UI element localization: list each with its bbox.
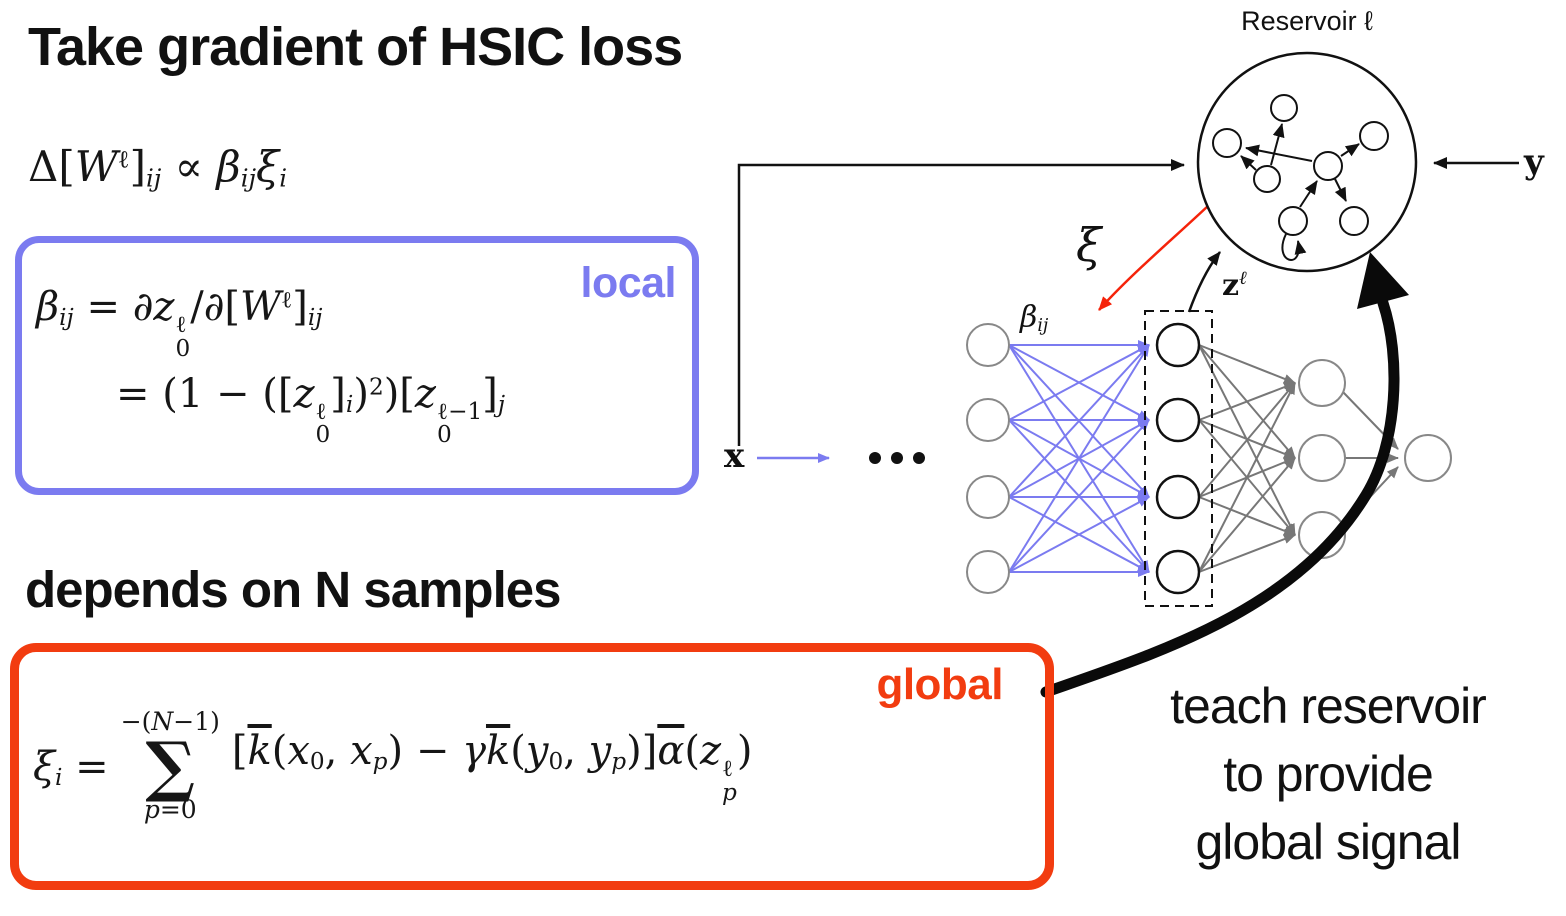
reservoir-node xyxy=(1339,206,1369,236)
reservoir-circle xyxy=(1196,51,1418,273)
reservoir-node xyxy=(1313,151,1343,181)
ellipsis-dots xyxy=(869,452,925,464)
z-layer-label: zℓ xyxy=(1222,268,1247,304)
xi-feedback-arrow xyxy=(1098,204,1210,311)
hidden-node xyxy=(1298,359,1346,407)
teach-note-line: teach reservoir xyxy=(1170,678,1487,734)
gray-edges-l2-l3 xyxy=(1198,344,1296,573)
sum-lower-limit: p=0 xyxy=(143,795,197,825)
reservoir-internal-arrows xyxy=(1240,123,1360,261)
z-node xyxy=(1155,397,1201,443)
input-node xyxy=(966,323,1010,367)
xi-label: ξ xyxy=(1076,218,1102,272)
hidden-node xyxy=(1298,434,1346,482)
output-node xyxy=(1404,434,1452,482)
global-badge: global xyxy=(876,660,1003,709)
input-node xyxy=(966,550,1010,594)
teach-note-line: global signal xyxy=(1195,814,1462,870)
x-input-label: x xyxy=(724,436,745,476)
reservoir-label: Reservoir ℓ xyxy=(1241,6,1373,36)
input-node xyxy=(966,398,1010,442)
reservoir-node xyxy=(1212,128,1242,158)
teach-note-line: to provide xyxy=(1223,746,1434,802)
global-to-reservoir-arrow xyxy=(1040,252,1409,698)
xi-lhs: ξi = xyxy=(33,743,109,791)
z-node xyxy=(1155,474,1201,520)
local-badge: local xyxy=(580,259,677,307)
input-layer-nodes xyxy=(966,323,1010,594)
z-node xyxy=(1155,549,1201,595)
big-arrowhead xyxy=(1357,252,1409,309)
z-layer-dashed-box xyxy=(1144,310,1213,607)
depends-on-samples-text: depends on N samples xyxy=(25,561,561,618)
sigma-symbol: ∑ xyxy=(145,726,196,805)
teach-reservoir-note: teach reservoir to provide global signal xyxy=(1104,672,1552,876)
summation: −(N−1) ∑ p=0 xyxy=(120,707,220,825)
reservoir-node xyxy=(1359,121,1389,151)
y-input-label: y xyxy=(1524,142,1544,182)
z-to-reservoir-arrow xyxy=(1187,251,1221,313)
reservoir-node xyxy=(1278,206,1308,236)
beta-edge-label: βij xyxy=(1020,300,1049,336)
x-to-reservoir-path xyxy=(737,159,1185,446)
reservoir-node xyxy=(1270,94,1298,122)
blue-weight-edges xyxy=(1008,340,1150,577)
self-loop xyxy=(1281,233,1307,261)
reservoir-node xyxy=(1253,165,1281,193)
delta-update-formula: Δ[Wℓ]ij ∝ βijξi xyxy=(28,142,287,193)
z-node xyxy=(1155,322,1201,368)
input-node xyxy=(966,475,1010,519)
sum-upper-limit: −(N−1) xyxy=(120,707,220,737)
global-term-box: ξi = −(N−1) ∑ p=0 [k(x0, xp) − γk(y0, yp… xyxy=(10,643,1054,890)
reservoir xyxy=(1196,51,1418,273)
reservoir-nodes xyxy=(1212,94,1389,236)
page-title: Take gradient of HSIC loss xyxy=(28,17,683,77)
z-layer-nodes xyxy=(1155,322,1201,595)
